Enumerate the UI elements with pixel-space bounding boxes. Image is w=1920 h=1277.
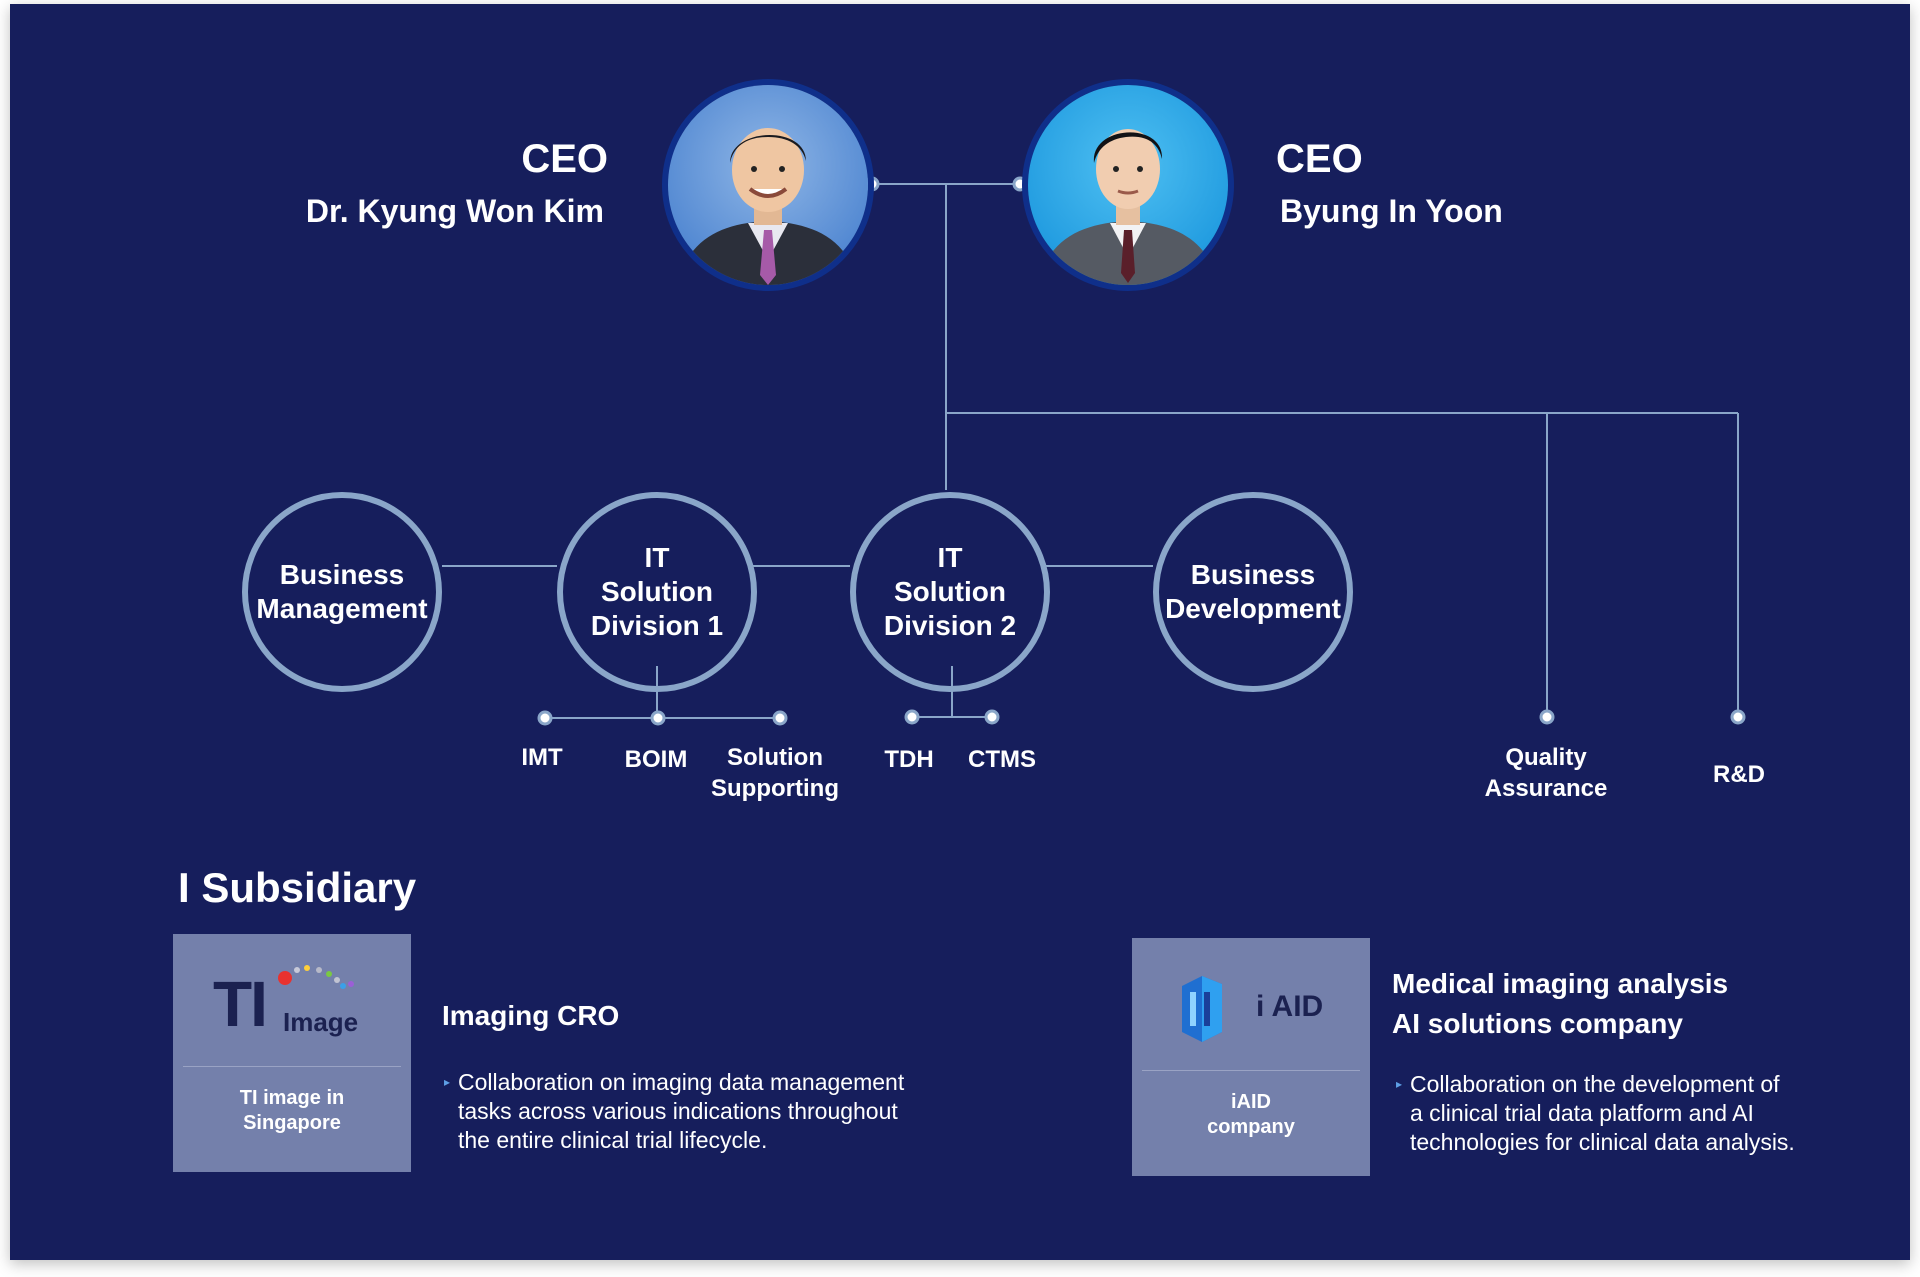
ti-image-heading: Imaging CRO — [442, 1000, 620, 1031]
ceo-left-photo — [662, 79, 874, 291]
ceo-left-role: CEO — [521, 137, 608, 181]
org-chart-canvas: CEO Dr. Kyung Won Kim — [10, 4, 1910, 1260]
ti-logo-sub: Image — [283, 1007, 359, 1037]
boim-dot — [650, 710, 666, 726]
ceo-left-name: Dr. Kyung Won Kim — [305, 193, 604, 229]
ceo-right-photo — [1022, 79, 1234, 291]
subsidiary-card-ti-image: TI Image TI image in Singapore — [173, 934, 411, 1172]
iaid-heading-line-1: Medical imaging analysis — [1392, 968, 1729, 999]
ti-image-logo-icon — [278, 965, 354, 989]
solution-supporting-dot — [772, 710, 788, 726]
card-divider — [183, 1066, 401, 1067]
ctms-dot — [984, 709, 1000, 725]
bullet-icon: ▸ — [1396, 1077, 1403, 1091]
division-label: IT Solution Division 1 — [590, 542, 724, 641]
portrait-icon — [668, 85, 868, 285]
division-it-solution-2[interactable]: IT Solution Division 2 — [850, 492, 1050, 692]
iaid-logo: i AID — [1132, 938, 1370, 1068]
iaid-heading: Medical imaging analysis AI solutions co… — [1392, 964, 1728, 1044]
iaid-card-label: iAID company — [1207, 1091, 1295, 1138]
division-label: Business Development — [1165, 559, 1341, 624]
card-divider — [1142, 1070, 1360, 1071]
description-line: a clinical trial data platform and AI — [1410, 1100, 1754, 1126]
ti-image-card-label: TI image in Singapore — [239, 1087, 345, 1134]
iaid-logo-text: i AID — [1256, 990, 1324, 1023]
description-line: Collaboration on imaging data management — [458, 1069, 905, 1095]
subsidiary-card-iaid: i AID iAID company — [1132, 938, 1370, 1176]
team-boim: BOIM — [624, 746, 688, 773]
division-label: Business Management — [256, 559, 428, 624]
ti-image-description: ▸ Collaboration on imaging data manageme… — [444, 1068, 905, 1155]
description-line: Collaboration on the development of — [1410, 1071, 1780, 1097]
imt-dot — [537, 710, 553, 726]
team-rnd: R&D — [1713, 761, 1765, 788]
description-line: the entire clinical trial lifecycle. — [458, 1127, 768, 1153]
iaid-logo-icon — [1182, 976, 1222, 1042]
division-business-development[interactable]: Business Development — [1153, 492, 1353, 692]
subsidiary-section-title: I Subsidiary — [178, 864, 417, 911]
ceo-right-role: CEO — [1276, 137, 1363, 181]
team-solution-supporting: Solution Supporting — [711, 744, 839, 802]
quality-assurance-dot — [1539, 709, 1555, 725]
team-ctms: CTMS — [968, 746, 1036, 773]
bullet-icon: ▸ — [444, 1075, 451, 1089]
description-line: technologies for clinical data analysis. — [1410, 1129, 1795, 1155]
iaid-heading-line-2: AI solutions company — [1392, 1008, 1683, 1039]
ti-logo-main: TI — [213, 968, 268, 1040]
division-it-solution-1[interactable]: IT Solution Division 1 — [557, 492, 757, 692]
iaid-description: ▸ Collaboration on the development of a … — [1396, 1070, 1795, 1157]
ceo-right-name: Byung In Yoon — [1280, 193, 1503, 229]
division-business-management[interactable]: Business Management — [242, 492, 442, 692]
team-quality-assurance: Quality Assurance — [1484, 744, 1608, 802]
tdh-dot — [904, 709, 920, 725]
division-label: IT Solution Division 2 — [883, 542, 1017, 641]
description-line: tasks across various indications through… — [458, 1098, 898, 1124]
team-tdh: TDH — [884, 746, 934, 773]
team-imt: IMT — [521, 744, 563, 771]
ti-image-logo: TI Image — [173, 934, 411, 1064]
rnd-dot — [1730, 709, 1746, 725]
portrait-icon — [1028, 85, 1228, 285]
